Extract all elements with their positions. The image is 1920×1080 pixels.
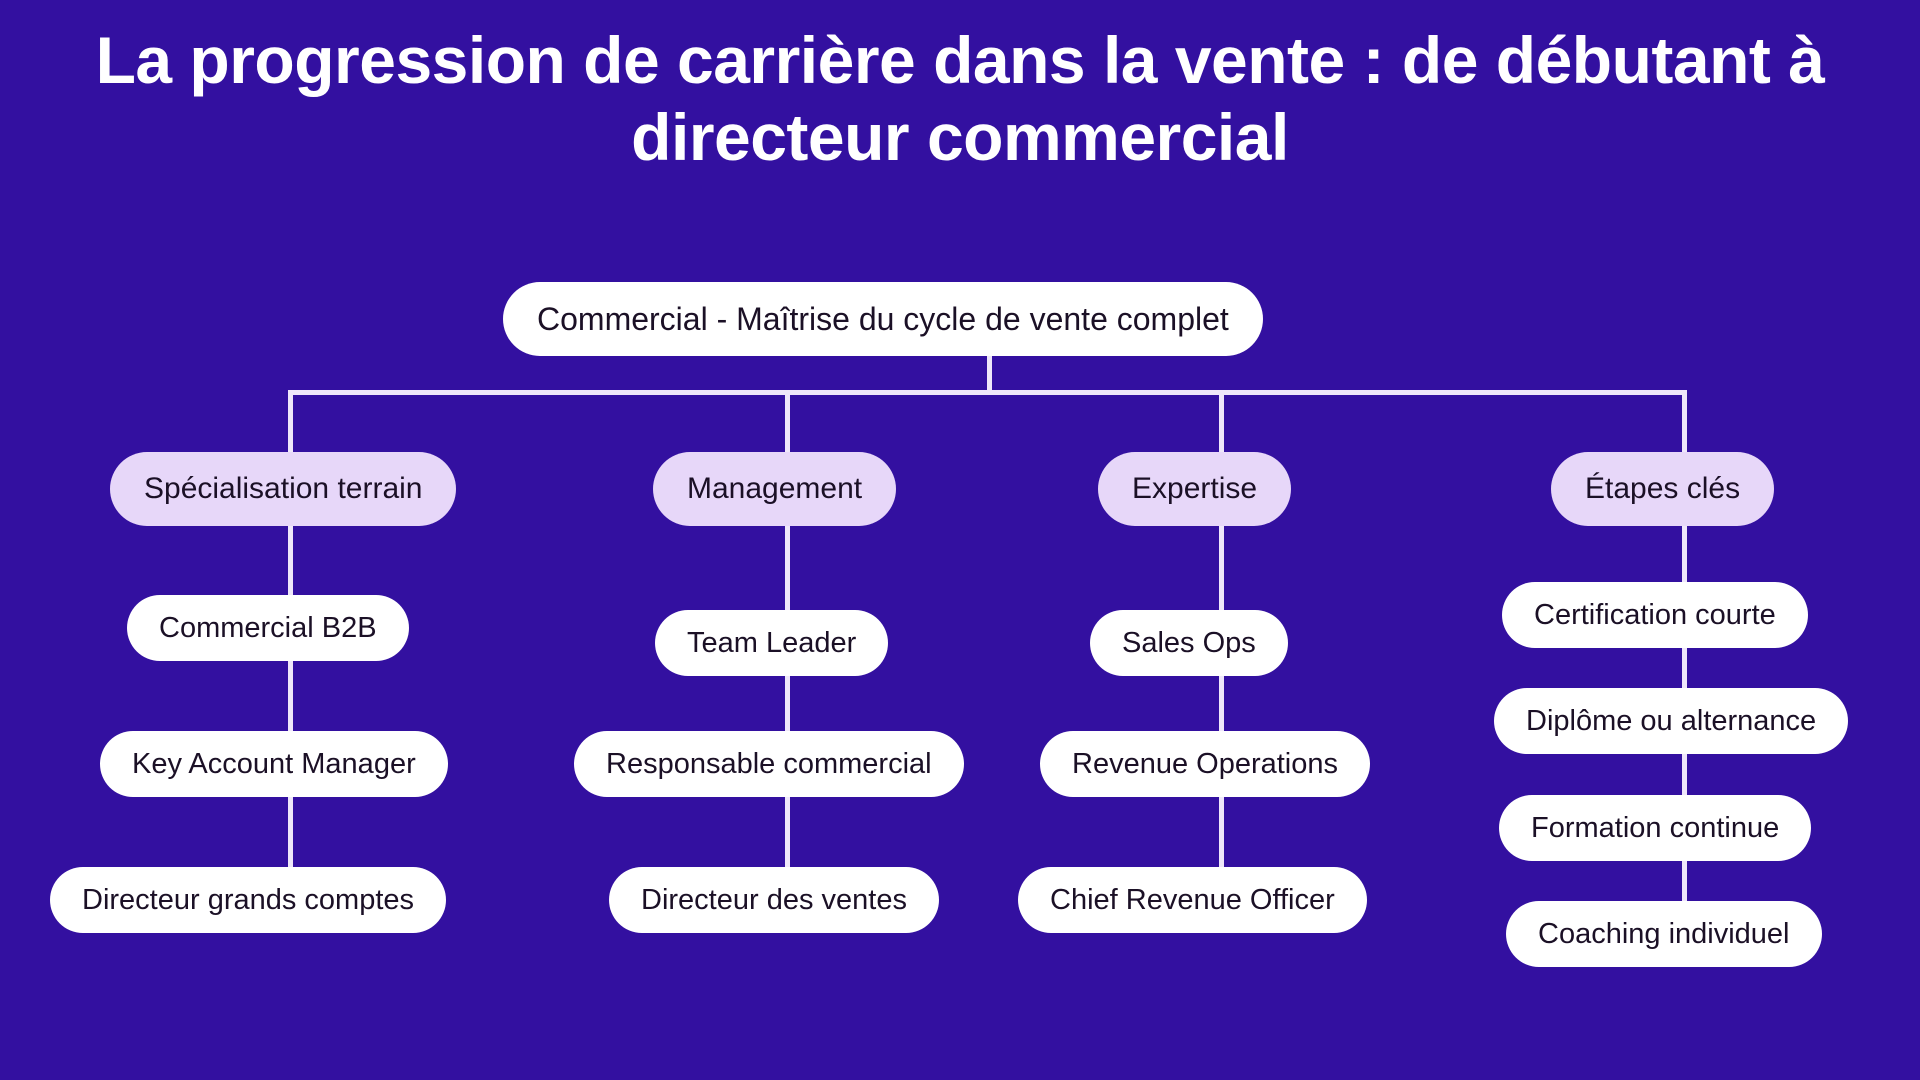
leaf-label: Responsable commercial [606, 747, 932, 780]
category-label: Expertise [1132, 472, 1258, 505]
connector-bus [288, 390, 1687, 395]
leaf-node[interactable]: Formation continue [1499, 795, 1812, 861]
leaf-node[interactable]: Directeur des ventes [609, 867, 939, 933]
node-root-label: Commercial - Maîtrise du cycle de vente … [537, 300, 1229, 337]
leaf-label: Commercial B2B [159, 611, 377, 644]
category-pill-etapes-cles[interactable]: Étapes clés [1551, 452, 1775, 526]
node-root[interactable]: Commercial - Maîtrise du cycle de vente … [503, 282, 1263, 356]
leaf-label: Certification courte [1534, 598, 1776, 631]
leaf-node[interactable]: Commercial B2B [127, 595, 409, 661]
leaf-node[interactable]: Diplôme ou alternance [1494, 688, 1849, 754]
connector-spine-col4 [1682, 390, 1687, 950]
category-pill-expertise[interactable]: Expertise [1098, 452, 1292, 526]
leaf-node[interactable]: Directeur grands comptes [50, 867, 447, 933]
page-title: La progression de carrière dans la vente… [95, 23, 1825, 175]
leaf-label: Coaching individuel [1538, 917, 1790, 950]
leaf-label: Revenue Operations [1072, 747, 1338, 780]
category-pill-management[interactable]: Management [653, 452, 897, 526]
leaf-node[interactable]: Key Account Manager [100, 731, 448, 797]
leaf-label: Formation continue [1531, 811, 1780, 844]
leaf-label: Key Account Manager [132, 747, 416, 780]
category-label: Management [687, 472, 863, 505]
leaf-node[interactable]: Responsable commercial [574, 731, 964, 797]
connector-root-stem [987, 355, 992, 393]
leaf-node[interactable]: Coaching individuel [1506, 901, 1822, 967]
leaf-label: Team Leader [687, 626, 857, 659]
leaf-label: Diplôme ou alternance [1526, 704, 1817, 737]
category-pill-specialisation-terrain[interactable]: Spécialisation terrain [110, 452, 457, 526]
leaf-label: Chief Revenue Officer [1050, 883, 1335, 916]
leaf-node[interactable]: Revenue Operations [1040, 731, 1370, 797]
leaf-node[interactable]: Certification courte [1502, 582, 1808, 648]
leaf-label: Directeur des ventes [641, 883, 907, 916]
leaf-node[interactable]: Chief Revenue Officer [1018, 867, 1367, 933]
leaf-node[interactable]: Sales Ops [1090, 610, 1288, 676]
category-label: Étapes clés [1585, 472, 1741, 505]
category-label: Spécialisation terrain [144, 472, 423, 505]
leaf-node[interactable]: Team Leader [655, 610, 889, 676]
leaf-label: Sales Ops [1122, 626, 1256, 659]
leaf-label: Directeur grands comptes [82, 883, 415, 916]
